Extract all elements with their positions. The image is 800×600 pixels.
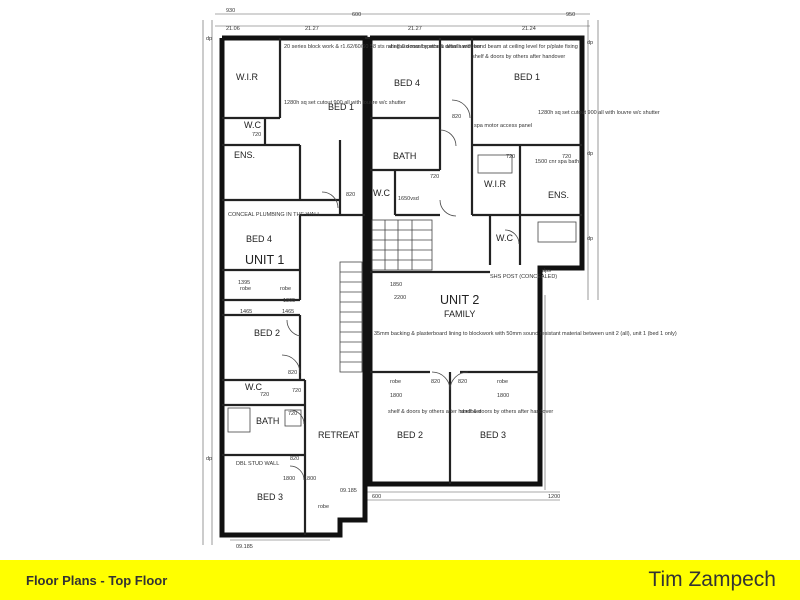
robe-label: robe (240, 286, 251, 292)
dim-label: 820 (458, 379, 467, 385)
dim-label: 600 (352, 12, 361, 18)
room-bed1-left: BED 1 (328, 102, 354, 112)
room-wc-lower-left: W.C (245, 382, 262, 392)
dim-label: 820 (452, 114, 461, 120)
room-bed3-right: BED 3 (480, 430, 506, 440)
dim-label: 1200 (548, 494, 560, 500)
shs-post-note: SHS POST (CONCEALED) (490, 274, 557, 280)
ceiling-cutout-note: 1280h sq set cutout 900 all with louvre … (284, 100, 406, 106)
dim-label: 1465 (282, 309, 294, 315)
room-wir-right: W.I.R (484, 179, 506, 189)
room-bed4-right: BED 4 (394, 78, 420, 88)
robe-label: robe (497, 379, 508, 385)
robe-label: robe (318, 504, 329, 510)
room-bath-right: BATH (393, 151, 416, 161)
robe-label: robe (390, 379, 401, 385)
shelf-doors-note: shelf & doors by others after handover (472, 54, 565, 60)
acoustic-note: 35mm backing & plasterboard lining to bl… (374, 331, 677, 337)
dimension-lines (202, 13, 599, 545)
room-bath-left: BATH (256, 416, 279, 426)
room-retreat: RETREAT (318, 430, 360, 440)
shelf-doors-note: shelf & doors by others after handover (388, 44, 481, 50)
dim-label: 720 (288, 411, 297, 417)
dim-label: 1800 (390, 393, 402, 399)
footer-bar: Floor Plans - Top Floor Tim Zampech (0, 560, 800, 600)
dp-marker: dp (206, 36, 212, 42)
dim-label: 720 (260, 392, 269, 398)
footer-title: Floor Plans - Top Floor (26, 573, 168, 588)
dim-label: 1850 (390, 282, 402, 288)
room-wc-mid: W.C (373, 188, 390, 198)
footer-author: Tim Zampech (648, 568, 776, 591)
conceal-plumbing-note: CONCEAL PLUMBING IN THE WALL (228, 212, 320, 218)
unit2-label: UNIT 2 (440, 293, 479, 307)
dim-label: 1650vsd (398, 196, 419, 202)
dim-label: 21.27 (408, 26, 422, 32)
dbl-stud-wall-note: DBL STUD WALL (236, 461, 279, 467)
stair-lines (339, 219, 433, 373)
dim-label: 720 (252, 132, 261, 138)
dim-label: 1395 (238, 280, 250, 286)
outer-walls (219, 35, 585, 538)
dim-label: 720 (430, 174, 439, 180)
spa-bath-note: 1500 cnr spa bath (535, 159, 579, 165)
dim-label: 600 (372, 494, 381, 500)
dp-marker: dp (587, 151, 593, 157)
unit2-interior-walls (370, 38, 582, 484)
dim-label: 820 (288, 370, 297, 376)
room-ens-left: ENS. (234, 150, 255, 160)
block-note: 20 series block work & r1.62/60/60 58 st… (284, 44, 578, 50)
dim-label: 2200 (394, 295, 406, 301)
door-swings (281, 99, 520, 481)
unit1-label: UNIT 1 (245, 253, 284, 267)
dim-label: 1395 (283, 298, 295, 304)
robe-label: robe (280, 286, 291, 292)
room-bed4-left: BED 4 (246, 234, 272, 244)
room-ens-right: ENS. (548, 190, 569, 200)
dim-label: 1800 (497, 393, 509, 399)
dim-label: 820 (346, 192, 355, 198)
dim-label: 950 (566, 12, 575, 18)
room-wc-upper-left: W.C (244, 120, 261, 130)
room-bed2-left: BED 2 (254, 328, 280, 338)
room-family: FAMILY (444, 309, 475, 319)
shelf-doors-note: shelf & doors by others after handover (460, 409, 553, 415)
ceiling-cutout-note: 1280h sq set cutout 900 all with louvre … (538, 110, 660, 116)
shelf-doors-note: shelf & doors by others after handover (388, 409, 481, 415)
room-bed1-right: BED 1 (514, 72, 540, 82)
dim-label: 720 (562, 154, 571, 160)
dp-marker: dp (206, 456, 212, 462)
dim-label: 720 (292, 388, 301, 394)
dim-label: 21.06 (226, 26, 240, 32)
spa-motor-note: spa motor access panel (474, 123, 532, 129)
dim-label: 1800 (283, 476, 295, 482)
room-bed2-right: BED 2 (397, 430, 423, 440)
dp-marker: dp (587, 40, 593, 46)
unit1-interior-walls (222, 38, 365, 535)
floor-plan-drawing: W.I.R BED 1 W.C ENS. BED 4 UNIT 1 BED 2 … (202, 8, 677, 550)
dim-label: 820 (431, 379, 440, 385)
dim-label: 820 (290, 456, 299, 462)
dim-label: 930 (226, 8, 235, 14)
dim-label: 21.27 (305, 26, 319, 32)
dim-label: 1800 (304, 476, 316, 482)
room-wir-left: W.I.R (236, 72, 258, 82)
dim-label: 1465 (240, 309, 252, 315)
room-wc-right: W.C (496, 233, 513, 243)
dps-marker: dps (542, 268, 551, 274)
dim-label: 09.185 (236, 544, 253, 550)
dim-label: 21.24 (522, 26, 536, 32)
dim-label: 720 (506, 154, 515, 160)
dp-marker: dp (587, 236, 593, 242)
dim-label: 09.185 (340, 488, 357, 494)
room-bed3-left: BED 3 (257, 492, 283, 502)
